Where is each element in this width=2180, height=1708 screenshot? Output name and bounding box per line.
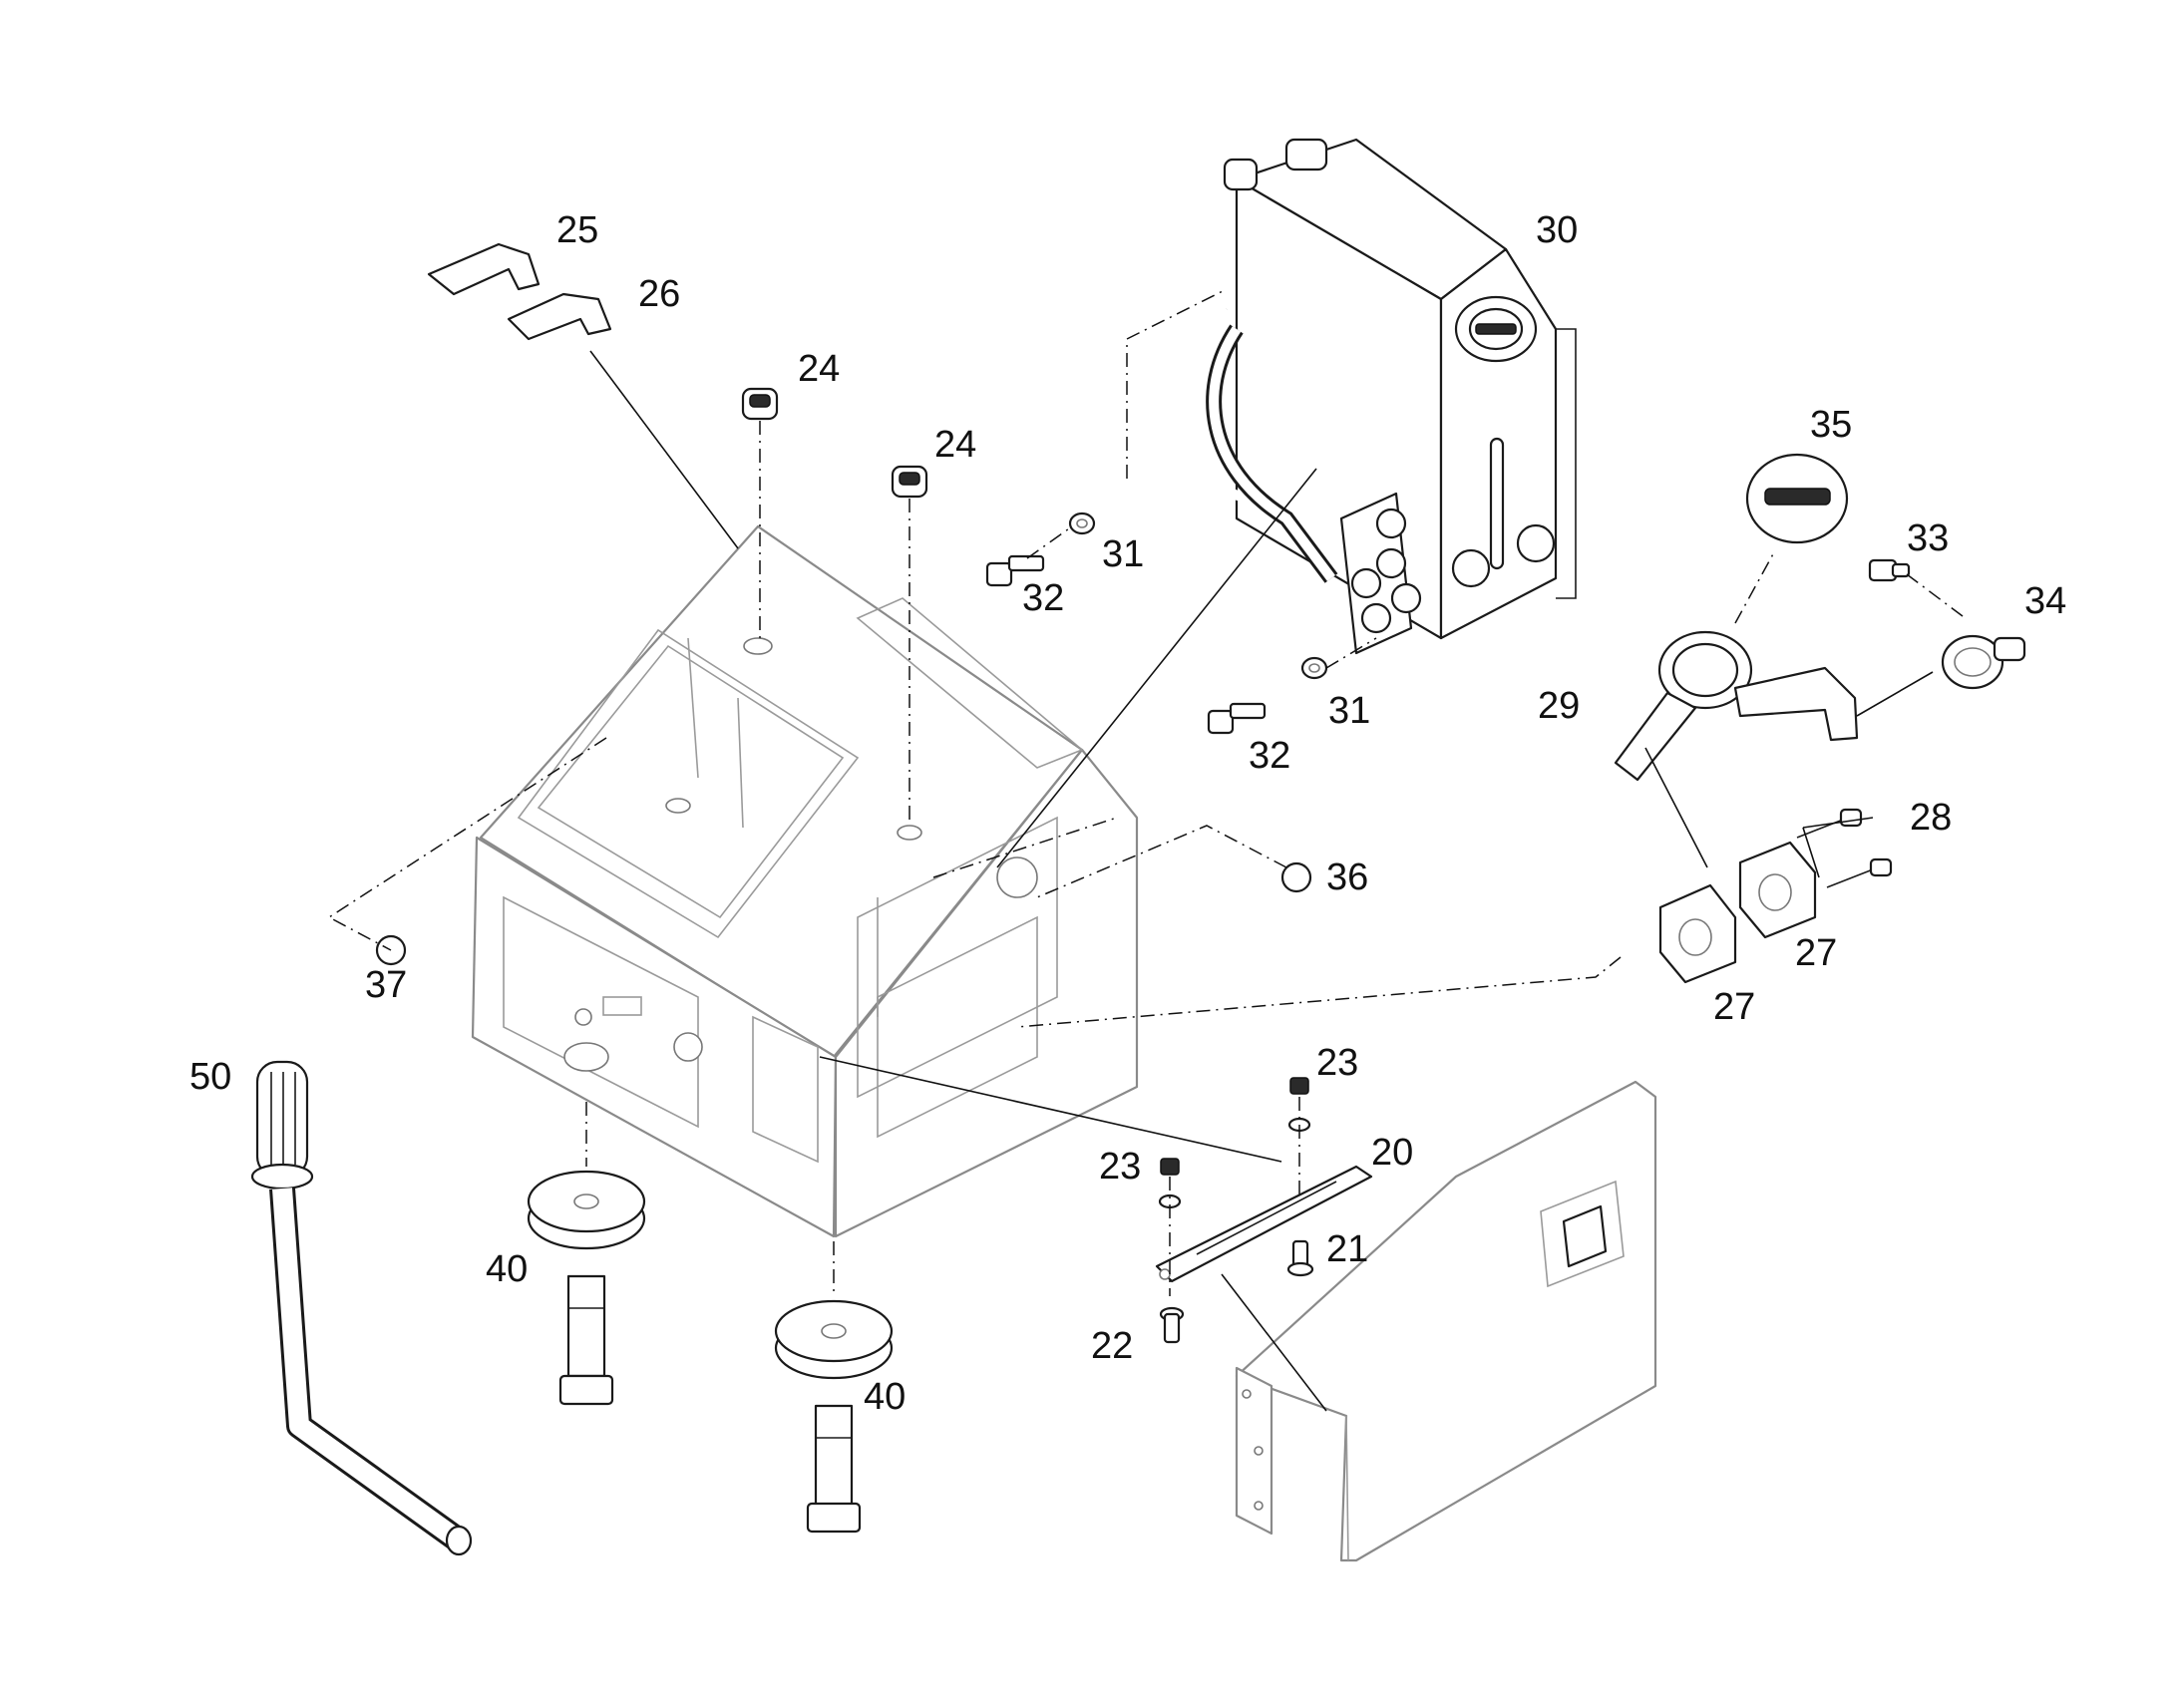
tank xyxy=(1168,138,1577,655)
callout-30: 30 xyxy=(1536,209,1578,251)
callout-34: 34 xyxy=(2024,580,2066,622)
callout-26: 26 xyxy=(638,273,680,315)
callout-31b: 31 xyxy=(1328,690,1370,732)
callout-21: 21 xyxy=(1326,1228,1368,1270)
callout-23a: 23 xyxy=(1316,1042,1358,1084)
callout-29: 29 xyxy=(1538,685,1580,727)
main-frame xyxy=(471,524,1139,1238)
callout-20: 20 xyxy=(1371,1132,1413,1174)
clamp-half-27a xyxy=(1658,883,1737,984)
screw-28b xyxy=(1826,857,1893,888)
leader-lines xyxy=(589,350,1934,1412)
screw-22 xyxy=(1159,1306,1185,1344)
callout-22: 22 xyxy=(1091,1325,1133,1367)
callout-40b: 40 xyxy=(864,1376,906,1418)
clamp-half-27b xyxy=(1738,841,1817,939)
mount-40b xyxy=(774,1299,894,1534)
grommet-24b xyxy=(891,465,928,499)
door-panel xyxy=(1235,1080,1657,1562)
grommet-24a xyxy=(741,387,779,421)
washer-31a xyxy=(1068,512,1096,535)
elbow-clip-25 xyxy=(427,242,541,296)
washer-31b xyxy=(1300,656,1328,680)
callout-37: 37 xyxy=(365,964,407,1006)
screw-21 xyxy=(1286,1239,1314,1277)
callout-24b: 24 xyxy=(934,424,976,466)
mount-40a xyxy=(527,1170,646,1406)
callout-27a: 27 xyxy=(1795,932,1837,974)
callout-23b: 23 xyxy=(1099,1146,1141,1188)
callout-32a: 32 xyxy=(1022,577,1064,619)
handle-50 xyxy=(250,1060,473,1556)
bolt-32b xyxy=(1207,702,1267,735)
callout-25: 25 xyxy=(556,209,598,251)
filler-cap-35 xyxy=(1745,453,1849,544)
callout-40a: 40 xyxy=(486,1248,528,1290)
filler-neck-29 xyxy=(1614,630,1859,782)
callout-27b: 27 xyxy=(1713,986,1755,1028)
callout-28: 28 xyxy=(1910,797,1952,839)
callout-50: 50 xyxy=(189,1056,231,1098)
elbow-clip-26 xyxy=(507,292,612,341)
callouts: 25 26 24 24 30 35 33 34 31 32 31 32 29 2… xyxy=(189,209,2066,1418)
callout-24a: 24 xyxy=(798,348,840,390)
center-lines xyxy=(327,288,1964,1296)
callout-32b: 32 xyxy=(1249,735,1290,777)
bolt-32a xyxy=(985,554,1045,587)
strap-20 xyxy=(1155,1165,1373,1283)
callout-36: 36 xyxy=(1326,856,1368,898)
callout-33: 33 xyxy=(1907,517,1949,559)
plug-36 xyxy=(1280,861,1312,893)
screw-33 xyxy=(1868,558,1911,582)
callout-35: 35 xyxy=(1810,404,1852,446)
callout-31a: 31 xyxy=(1102,533,1144,575)
clamp-34 xyxy=(1941,634,2026,690)
